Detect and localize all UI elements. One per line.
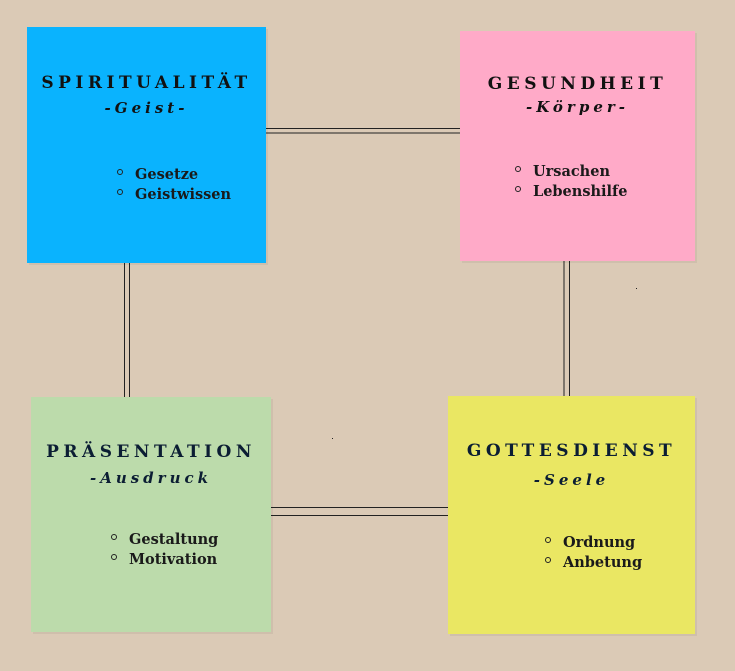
box-subtitle: -Körper- [525,98,629,116]
item-list: Ursachen Lebenshilfe [515,162,628,202]
connector-bottom [270,507,450,516]
bullet-icon [111,554,117,560]
box-gottesdienst: GOTTESDIENST -Seele Ordnung Anbetung [448,396,695,634]
box-praesentation: PRÄSENTATION -Ausdruck Gestaltung Motiva… [31,397,271,632]
box-title: GOTTESDIENST [466,441,677,461]
list-item: Lebenshilfe [515,182,628,202]
box-gesundheit: GESUNDHEIT -Körper- Ursachen Lebenshilfe [460,31,695,261]
bullet-icon [545,557,551,563]
connector-top [266,128,462,134]
bullet-icon [545,537,551,543]
box-title: SPIRITUALITÄT [41,73,252,93]
bullet-icon [515,166,521,172]
bullet-icon [111,534,117,540]
bullet-icon [515,186,521,192]
connector-left [124,262,130,398]
item-list: Ordnung Anbetung [545,533,642,573]
bullet-icon [117,189,123,195]
box-subtitle: -Geist- [104,99,189,117]
box-title: GESUNDHEIT [487,74,668,94]
stray-dot [332,438,333,439]
list-item: Geistwissen [117,185,231,205]
list-item: Motivation [111,550,218,570]
list-item: Anbetung [545,553,642,573]
list-item: Gestaltung [111,530,218,550]
item-list: Gestaltung Motivation [111,530,218,570]
list-item: Ursachen [515,162,628,182]
bullet-icon [117,169,123,175]
box-title: PRÄSENTATION [46,442,256,462]
box-subtitle: -Ausdruck [89,469,213,487]
stray-dot [636,288,637,289]
list-item: Ordnung [545,533,642,553]
connector-right [563,261,570,397]
box-spiritualitaet: SPIRITUALITÄT -Geist- Gesetze Geistwisse… [27,27,266,263]
box-subtitle: -Seele [533,471,610,489]
list-item: Gesetze [117,165,231,185]
item-list: Gesetze Geistwissen [117,165,231,205]
